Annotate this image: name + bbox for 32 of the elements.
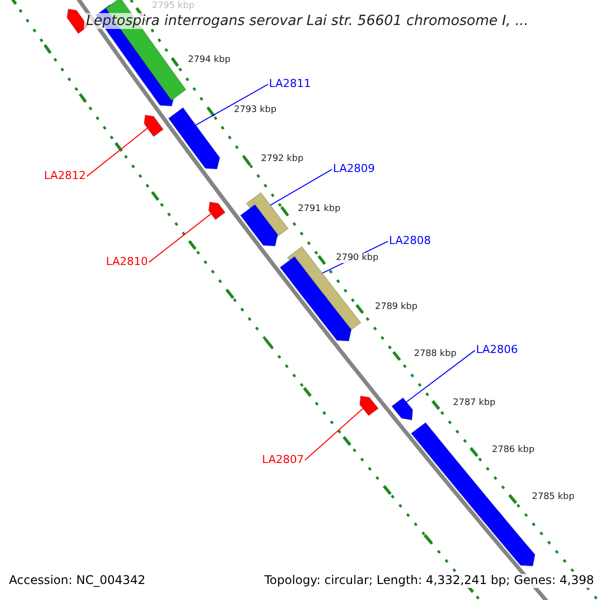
gene-label: LA2810	[106, 256, 148, 269]
gene-feature	[168, 106, 220, 170]
gene-feature	[208, 201, 226, 220]
leader-line	[148, 213, 212, 263]
scale-label: 2790 kbp	[336, 253, 378, 264]
leader-line	[195, 84, 268, 126]
gene-feature	[144, 114, 164, 138]
scale-label: 2794 kbp	[188, 55, 230, 66]
scale-label: 2788 kbp	[414, 349, 456, 360]
scale-label: 2787 kbp	[453, 398, 496, 408]
scale-label: 2789 kbp	[375, 302, 418, 312]
scale-label: 2793 kbp	[234, 105, 276, 116]
gene-label: LA2806	[476, 344, 518, 357]
leader-line	[86, 128, 148, 177]
gene-feature	[240, 204, 278, 247]
scale-label: 2795 kbp	[152, 1, 194, 12]
scale-label: 2792 kbp	[261, 154, 304, 164]
gene-feature	[391, 397, 414, 421]
scale-label: 2791 kbp	[298, 204, 340, 214]
gene-label: LA2812	[44, 170, 86, 183]
gene-label: LA2809	[333, 163, 375, 176]
gene-label: LA2807	[262, 454, 304, 467]
leader-line	[406, 350, 476, 402]
footer-text: Accession: NC_004342	[9, 574, 146, 588]
scale-label: 2785 kbp	[532, 492, 574, 502]
gene-feature	[359, 395, 380, 416]
leader-line	[304, 408, 364, 461]
leader-line	[270, 168, 332, 206]
scale-label: 2786 kbp	[492, 445, 534, 456]
gene-label: LA2811	[269, 78, 311, 91]
gene-label: LA2808	[389, 235, 431, 248]
footer-text: Topology: circular; Length: 4,332,241 bp; Genes: 4,398	[264, 574, 594, 588]
